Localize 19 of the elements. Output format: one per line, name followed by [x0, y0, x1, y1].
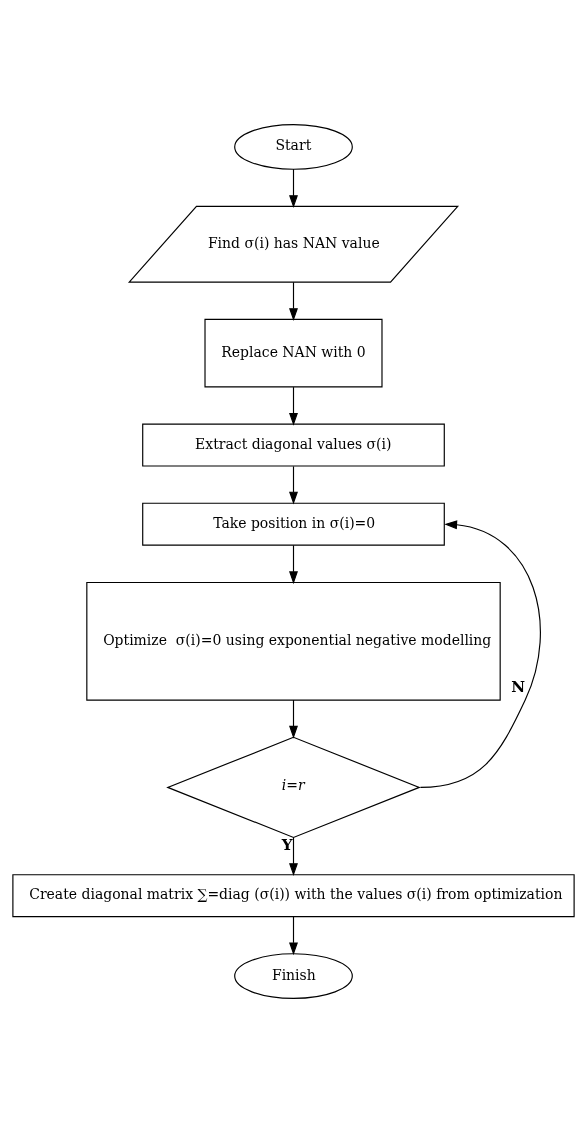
node-box: Replace NAN with 0	[204, 318, 383, 387]
node-box: Extract diagonal values σ(i)	[142, 423, 445, 467]
arrow	[289, 386, 298, 426]
arrow	[419, 519, 541, 788]
arrow	[289, 915, 298, 955]
arrow	[289, 836, 298, 876]
arrow	[289, 544, 298, 584]
node-box: Take position in σ(i)=0	[142, 502, 445, 546]
node-diamond: i=r	[166, 736, 421, 838]
arrow	[289, 168, 298, 208]
edge-label: N	[511, 677, 526, 696]
node-ellipse: Start	[234, 123, 353, 170]
node-ellipse: Finish	[234, 952, 353, 999]
node-box: Optimize σ(i)=0 using exponential negative modelling	[86, 581, 501, 701]
arrow	[289, 281, 298, 321]
arrow	[289, 699, 298, 739]
edge-label: Y	[281, 835, 293, 854]
arrow	[289, 465, 298, 504]
node-box: Create diagonal matrix ∑=diag (σ(i)) with the values σ(i) from optimization	[12, 873, 575, 917]
